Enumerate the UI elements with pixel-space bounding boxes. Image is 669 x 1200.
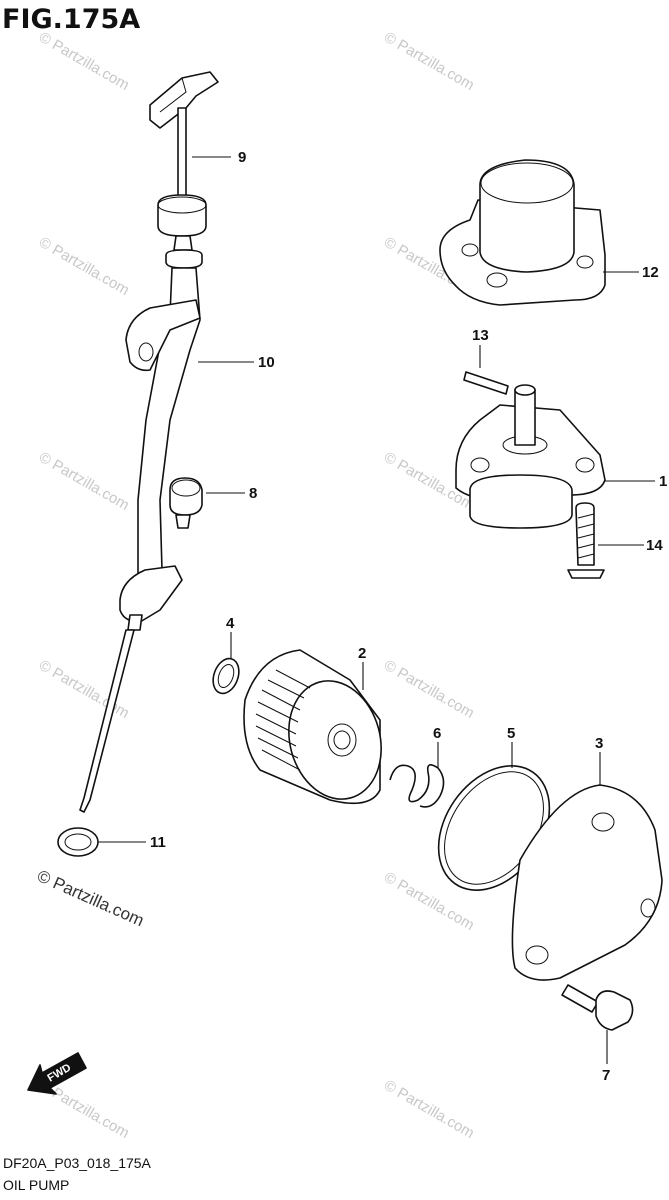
fwd-arrow: FWD <box>27 1052 87 1095</box>
callout-6: 6 <box>433 725 441 742</box>
watermark: © Partzilla.com <box>381 1077 477 1142</box>
callout-8: 8 <box>249 485 257 502</box>
part-13-pin <box>463 371 509 395</box>
part-11-o-ring <box>57 827 99 857</box>
watermark: © Partzilla.com <box>381 657 477 722</box>
watermark: © Partzilla.com <box>36 449 132 514</box>
callout-9: 9 <box>238 149 246 166</box>
callout-1: 1 <box>659 473 667 490</box>
watermark-group: © Partzilla.com © Partzilla.com © Partzi… <box>34 29 477 1142</box>
part-1-oil-pump <box>455 384 606 529</box>
callout-5: 5 <box>507 725 515 742</box>
part-2-oil-filter <box>243 649 382 805</box>
callout-3: 3 <box>595 735 603 752</box>
part-9-dipstick-handle <box>149 71 219 269</box>
figure-caption: OIL PUMP <box>3 1177 70 1193</box>
callout-13: 13 <box>472 327 489 344</box>
figure-title: FIG.175A <box>2 4 141 35</box>
callout-11: 11 <box>150 834 166 851</box>
callout-7: 7 <box>602 1067 610 1084</box>
part-4-o-ring <box>212 657 240 695</box>
watermark: © Partzilla.com <box>36 29 132 94</box>
part-3-pump-cover <box>511 784 663 981</box>
watermark: © Partzilla.com <box>36 234 132 299</box>
callout-4: 4 <box>226 615 235 632</box>
callout-2: 2 <box>358 645 366 662</box>
part-14-screw <box>567 502 605 579</box>
watermark: © Partzilla.com <box>381 29 477 94</box>
leader-lines <box>98 156 655 1064</box>
part-12-pump-housing <box>439 159 606 306</box>
watermark-main: © Partzilla.com <box>34 866 146 930</box>
callout-14: 14 <box>646 537 663 554</box>
part-8-bolt <box>169 477 203 529</box>
part-7-flange-bolt <box>561 984 634 1031</box>
part-6-spring <box>389 764 445 808</box>
callout-10: 10 <box>258 354 275 371</box>
figure-code: DF20A_P03_018_175A <box>3 1155 151 1171</box>
callout-labels: 9 10 8 11 12 13 1 14 4 2 6 5 3 7 <box>150 149 667 1084</box>
part-10-guide-tube <box>79 267 201 813</box>
callout-12: 12 <box>642 264 659 281</box>
